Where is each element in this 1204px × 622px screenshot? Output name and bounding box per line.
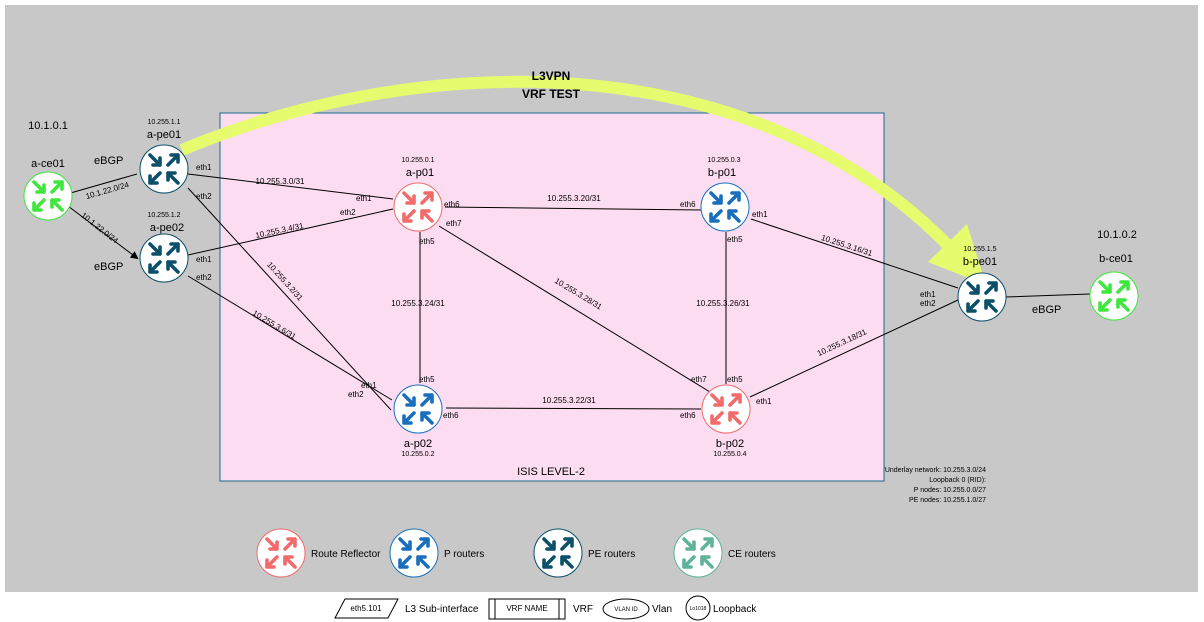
- link-label-a-p02-b-p02: 10.255.3.22/31: [542, 396, 596, 405]
- node-addr: 10.255.1.1: [147, 119, 180, 126]
- if-b-p02-eth6: eth6: [680, 411, 696, 420]
- node-b-pe01[interactable]: 10.255.1.5 b-pe01: [957, 246, 1007, 322]
- node-addr: 10.1.0.1: [28, 120, 68, 132]
- if-a-p02-eth2: eth2: [348, 390, 364, 399]
- if-a-p01-eth6: eth6: [444, 200, 460, 209]
- node-a-pe01[interactable]: 10.255.1.1 a-pe01: [139, 119, 189, 194]
- legend-subif: eth5.101 L3 Sub-interface: [334, 598, 479, 619]
- underlay-note-3: P nodes: 10.255.0.0/27: [914, 487, 986, 494]
- underlay-note-4: PE nodes: 10.255.1.0/27: [909, 497, 986, 504]
- if-a-p01-eth1: eth1: [356, 194, 372, 203]
- legend-rr-label: Route Reflector: [311, 549, 381, 560]
- node-b-p02[interactable]: b-p02 10.255.0.4: [701, 384, 751, 458]
- legend-subif-shape-text: eth5.101: [350, 604, 382, 613]
- node-name: a-p01: [406, 167, 434, 179]
- node-name: b-p02: [716, 438, 744, 450]
- legend-p: P routers: [389, 528, 484, 578]
- if-b-p01-eth1: eth1: [752, 210, 768, 219]
- legend-p-label: P routers: [444, 549, 484, 560]
- node-addr: 10.255.1.5: [963, 246, 996, 253]
- if-b-pe01-eth1: eth1: [920, 290, 936, 299]
- if-b-pe01-eth2: eth2: [920, 299, 936, 308]
- legend-loopback-label: Loopback: [713, 604, 757, 615]
- legend-vlan-label: Vlan: [652, 604, 672, 615]
- node-a-p01[interactable]: 10.255.0.1 a-p01: [393, 157, 443, 232]
- ebgp-label-a-pe02: eBGP: [94, 261, 123, 273]
- link-lines: [59, 173, 1091, 411]
- l3vpn-subtitle: VRF TEST: [522, 87, 581, 101]
- ebgp-labels: eBGP eBGP eBGP: [94, 155, 1061, 316]
- legend-rr: Route Reflector: [256, 528, 381, 578]
- node-a-ce01[interactable]: a-ce01 10.1.0.1: [23, 120, 73, 221]
- if-a-pe01-eth2: eth2: [196, 192, 212, 201]
- node-name: b-ce01: [1099, 253, 1133, 265]
- if-b-p01-eth6: eth6: [680, 200, 696, 209]
- legend-pe-label: PE routers: [588, 549, 635, 560]
- legend-loopback-shape-text: Lo1018: [690, 606, 707, 612]
- if-a-pe02-eth2: eth2: [196, 273, 212, 282]
- if-a-p01-eth2: eth2: [340, 208, 356, 217]
- legend-ce-label: CE routers: [728, 549, 776, 560]
- legend-pe: PE routers: [533, 528, 635, 578]
- legend-vlan: VLAN ID Vlan: [602, 598, 672, 620]
- isis-area-label: ISIS LEVEL-2: [517, 466, 585, 478]
- node-addr: 10.255.0.2: [401, 451, 434, 458]
- node-name: a-pe02: [150, 222, 184, 234]
- node-name: b-p01: [708, 167, 736, 179]
- if-a-p01-eth7: eth7: [446, 219, 462, 228]
- if-a-pe02-eth1: eth1: [196, 255, 212, 264]
- if-a-p01-eth5: eth5: [419, 237, 435, 246]
- node-b-ce01[interactable]: 10.1.0.2 b-ce01: [1089, 229, 1139, 321]
- link-label-p01-b-p01: 10.255.3.20/31: [547, 194, 601, 203]
- if-a-p02-eth1: eth1: [361, 381, 377, 390]
- legend-vrf: VRF NAME VRF: [488, 598, 593, 620]
- l3vpn-arrow: [179, 75, 965, 263]
- node-addr: 10.255.0.1: [401, 157, 434, 164]
- underlay-note-1: Underlay network: 10.255.3.0/24: [885, 467, 986, 474]
- legend-vlan-shape-text: VLAN ID: [614, 607, 638, 613]
- node-addr: 10.255.0.4: [713, 451, 746, 458]
- node-name: a-pe01: [147, 129, 181, 141]
- l3vpn-arrowhead: [928, 224, 986, 285]
- node-name: a-p02: [404, 438, 432, 450]
- if-a-p02-eth5: eth5: [419, 375, 435, 384]
- node-a-pe02[interactable]: 10.255.1.2 a-pe02: [139, 212, 189, 283]
- if-b-p01-eth5: eth5: [727, 235, 743, 244]
- link-label-b-p01-b-p02: 10.255.3.26/31: [696, 299, 750, 308]
- if-a-pe01-eth1: eth1: [196, 163, 212, 172]
- legend-subif-label: L3 Sub-interface: [405, 604, 479, 615]
- node-b-p01[interactable]: 10.255.0.3 b-p01: [700, 157, 750, 232]
- ebgp-label-a-pe01: eBGP: [94, 155, 123, 167]
- underlay-note-2: Loopback 0 (RID):: [929, 477, 986, 484]
- if-a-p02-eth6: eth6: [443, 411, 459, 420]
- legend-vrf-shape-text: VRF NAME: [506, 604, 547, 613]
- ebgp-label-b: eBGP: [1032, 304, 1061, 316]
- legend: Route Reflector P routers PE routers CE …: [256, 528, 776, 621]
- node-name: b-pe01: [963, 256, 997, 268]
- node-a-p02[interactable]: a-p02 10.255.0.2: [393, 384, 443, 458]
- node-addr: 10.255.1.2: [147, 212, 180, 219]
- isis-area: [219, 112, 885, 482]
- legend-vrf-label: VRF: [573, 604, 593, 615]
- legend-ce: CE routers: [673, 528, 776, 578]
- if-b-p02-eth5: eth5: [727, 375, 743, 384]
- node-addr: 10.1.0.2: [1097, 229, 1137, 241]
- link-label-p01-p02: 10.255.3.24/31: [391, 299, 445, 308]
- legend-strip: [5, 592, 1198, 622]
- if-b-p02-eth7: eth7: [691, 375, 707, 384]
- node-addr: 10.255.0.3: [707, 157, 740, 164]
- l3vpn-title: L3VPN: [532, 69, 571, 83]
- link-label-pe01-p01: 10.255.3.0/31: [256, 177, 305, 186]
- underlay-notes: Underlay network: 10.255.3.0/24 Loopback…: [885, 467, 986, 504]
- if-b-p02-eth1: eth1: [756, 397, 772, 406]
- legend-loopback: Lo1018 Loopback: [685, 595, 757, 621]
- node-name: a-ce01: [31, 158, 65, 170]
- interface-labels: eth1 eth2 eth1 eth2 eth1 eth2 eth6 eth7 …: [196, 163, 936, 420]
